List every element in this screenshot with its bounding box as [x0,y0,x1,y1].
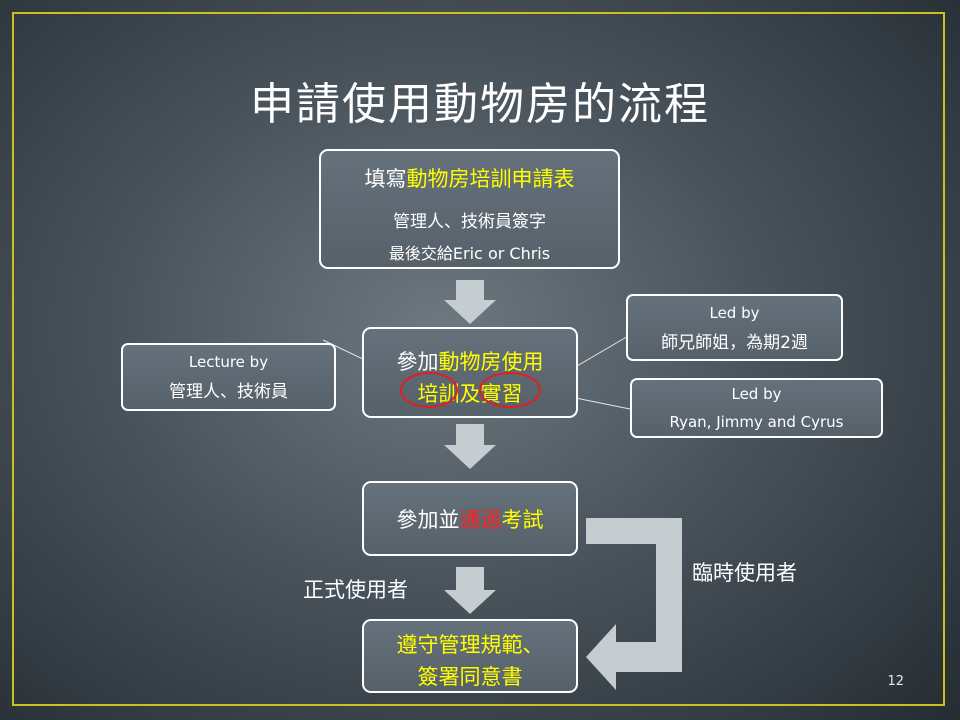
lecture-box: Lecture by 管理人、技術員 [121,343,336,411]
step3-box: 參加並通過考試 [362,481,578,556]
step3-pass: 通過 [459,508,502,532]
page-number: 12 [887,674,904,689]
label-formal-user: 正式使用者 [303,578,408,602]
lecture-staff: 管理人、技術員 [169,382,288,402]
step4-rules: 遵守管理規範、 [396,633,544,657]
lecture-label: Lecture by [188,353,269,371]
step2-and: 及 [459,382,481,406]
slide-title: 申請使用動物房的流程 [250,79,710,130]
step2-training: 培訓 [417,382,460,406]
led-by-seniors-box: Led by 師兄師姐，為期2週 [626,294,843,361]
bent-arrow [586,518,682,690]
step2-box: 參加動物房使用 培訓及實習 [362,327,578,418]
slide-border [12,12,945,706]
led2-label: Led by [731,385,782,403]
down-arrow-3 [444,567,496,614]
step3-prefix: 參加並 [396,508,460,532]
step2-topic: 動物房使用 [438,350,544,374]
led1-detail: 師兄師姐，為期2週 [661,333,808,353]
step4-box: 遵守管理規範、 簽署同意書 [362,619,578,693]
down-arrow-1 [444,280,496,324]
circle-practice [479,372,541,408]
step4-consent: 簽署同意書 [417,665,523,689]
circle-training [400,372,458,408]
down-arrow-2 [444,424,496,469]
step3-exam: 考試 [501,508,544,532]
led-by-staff-box: Led by Ryan, Jimmy and Cyrus [630,378,883,438]
step1-signature: 管理人、技術員簽字 [393,212,546,232]
step1-form-name: 動物房培訓申請表 [406,167,575,191]
label-temporary-user: 臨時使用者 [692,561,797,585]
led1-label: Led by [709,304,760,322]
step2-prefix: 參加 [396,350,439,374]
led2-names: Ryan, Jimmy and Cyrus [669,413,844,431]
step1-box: 填寫動物房培訓申請表 管理人、技術員簽字 最後交給Eric or Chris [319,149,620,269]
step1-prefix: 填寫 [364,167,407,191]
step1-submit-to: 最後交給Eric or Chris [388,244,551,263]
